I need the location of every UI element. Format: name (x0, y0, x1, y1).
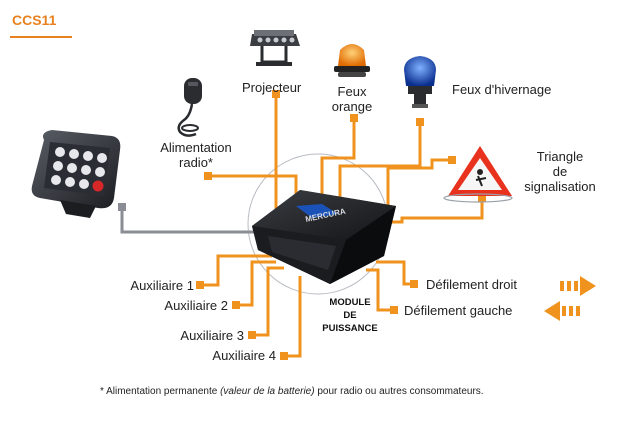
label-triangle-line2: de (552, 164, 568, 179)
microphone-icon (177, 78, 202, 137)
footnote-italic: (valeur de la batterie) (220, 386, 315, 397)
module-label: MODULE DE PUISSANCE (318, 296, 382, 335)
warning-triangle-icon (443, 146, 513, 203)
control-keypad-icon (31, 130, 121, 218)
label-projector: Projecteur (242, 80, 302, 95)
module-label-line3: PUISSANCE (322, 323, 378, 334)
orange-beacon-icon (334, 44, 370, 77)
module-label-line1: MODULE (329, 297, 371, 308)
label-scroll-left: Défilement gauche (404, 303, 513, 318)
label-triangle: Triangle de signalisation (524, 149, 596, 194)
label-scroll-right: Défilement droit (426, 277, 518, 292)
footnote-suffix: pour radio ou autres consommateurs. (314, 386, 484, 397)
keypad-connector (118, 203, 126, 211)
label-auxiliary-1: Auxiliaire 1 (130, 278, 194, 293)
module-label-line2: DE (343, 310, 357, 321)
label-auxiliary-3: Auxiliaire 3 (180, 328, 244, 343)
label-auxiliary-4: Auxiliaire 4 (212, 348, 276, 363)
label-triangle-line3: signalisation (524, 179, 596, 194)
blue-beacon-icon (404, 56, 436, 108)
scroll-left-arrow-icon (544, 301, 580, 321)
label-radio: Alimentation radio* (152, 140, 240, 170)
label-orange-light: Feux orange (322, 84, 382, 114)
footnote: * Alimentation permanente (valeur de la … (100, 386, 484, 397)
work-light-icon (250, 30, 300, 66)
wire-terminals (196, 90, 486, 360)
label-orange-light-line2: orange (331, 99, 373, 114)
label-orange-light-line1: Feux (337, 84, 367, 99)
title-underline (10, 36, 72, 38)
orange-wiring (200, 94, 484, 358)
label-winter-light: Feux d'hivernage (452, 82, 552, 97)
footnote-prefix: * Alimentation permanente (100, 386, 221, 397)
label-auxiliary-2: Auxiliaire 2 (164, 298, 228, 313)
label-triangle-line1: Triangle (536, 149, 584, 164)
label-radio-line1: Alimentation (160, 140, 232, 155)
keypad-cable (120, 206, 258, 234)
label-radio-line2: radio* (179, 155, 213, 170)
scroll-right-arrow-icon (560, 276, 596, 296)
page-title: CCS11 (12, 12, 57, 28)
power-module-icon: MERCURA (252, 190, 396, 284)
